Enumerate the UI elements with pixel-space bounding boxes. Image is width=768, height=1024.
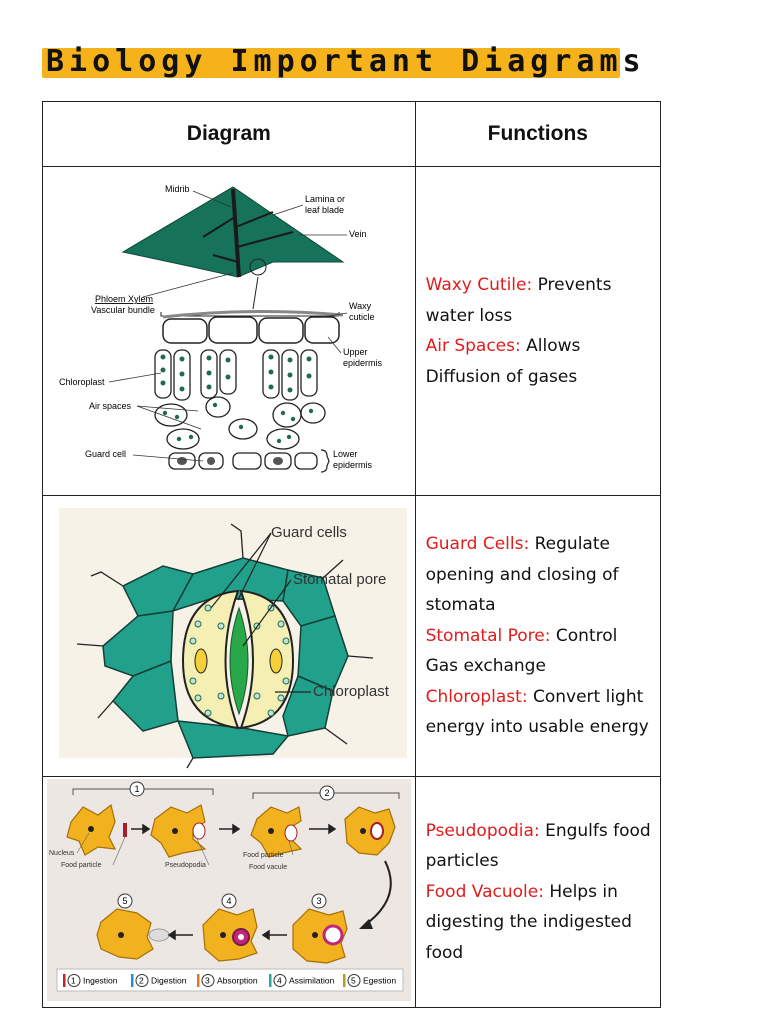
label-waxy-1: Waxy xyxy=(349,301,372,311)
label-upper-2: epidermis xyxy=(343,358,383,368)
svg-text:5: 5 xyxy=(351,976,356,986)
svg-text:Absorption: Absorption xyxy=(217,976,258,986)
table-row: Guard cells Stomatal pore Chloroplast Gu… xyxy=(42,495,662,777)
header-functions: Functions xyxy=(414,101,662,167)
label-guard-cell: Guard cell xyxy=(85,449,126,459)
diagram-table: Diagram Functions Midrib Lamina or leaf … xyxy=(42,101,662,1008)
stomata-diagram: Guard cells Stomatal pore Chloroplast xyxy=(59,508,407,769)
svg-text:2: 2 xyxy=(139,976,144,986)
legend-item: 1 Ingestion xyxy=(63,974,118,987)
table-header-row: Diagram Functions xyxy=(42,101,662,167)
label-pseudopodia: Pseudopodia xyxy=(165,862,206,869)
function-item: Pseudopodia: Engulfs food particles xyxy=(425,820,651,872)
process-legend: 1 Ingestion 2 Digestion 3 Absorption xyxy=(63,974,396,987)
leaf-blade xyxy=(121,186,345,278)
step-3-number: 3 xyxy=(316,896,321,906)
label-air-spaces: Air spaces xyxy=(89,401,132,411)
function-item: Stomatal Pore: Control Gas exchange xyxy=(425,625,618,677)
lower-epidermis xyxy=(168,452,318,470)
legend-item: 3 Absorption xyxy=(197,974,258,987)
function-item: Chloroplast: Convert light energy into u… xyxy=(425,686,649,738)
function-item: Waxy Cutile: Prevents water loss xyxy=(425,275,612,326)
functions-cell-amoeba: Pseudopodia: Engulfs food particles Food… xyxy=(414,776,662,1008)
label-stomatal-pore: Stomatal pore xyxy=(293,571,386,588)
stomata-diagram-cell: Guard cells Stomatal pore Chloroplast xyxy=(42,495,416,777)
palisade-cells xyxy=(154,349,318,401)
svg-text:Ingestion: Ingestion xyxy=(83,976,118,986)
function-item: Food Vacuole: Helps in digesting the ind… xyxy=(425,881,632,963)
label-upper-1: Upper xyxy=(343,347,368,357)
label-guard-cells: Guard cells xyxy=(271,524,347,541)
page-title: Biology Important Diagrams xyxy=(46,44,646,79)
svg-text:4: 4 xyxy=(277,976,282,986)
svg-text:1: 1 xyxy=(71,976,76,986)
table-row: 1 2 5 4 3 xyxy=(42,776,662,1008)
label-vein: Vein xyxy=(349,229,367,239)
label-phloem-xylem: Phloem Xylem xyxy=(95,294,153,304)
label-food-particle-2: Food particle xyxy=(243,852,284,859)
label-lower-1: Lower xyxy=(333,449,358,459)
title-block: Biology Important Diagrams xyxy=(42,42,650,82)
svg-text:3: 3 xyxy=(205,976,210,986)
functions-cell-leaf: Waxy Cutile: Prevents water loss Air Spa… xyxy=(414,166,662,496)
function-item: Air Spaces: Allows Diffusion of gases xyxy=(425,336,581,387)
step-5-number: 5 xyxy=(122,896,127,906)
header-diagram: Diagram xyxy=(42,101,416,167)
chloroplasts xyxy=(160,354,312,393)
label-food-particle: Food particle xyxy=(61,862,102,869)
label-midrib: Midrib xyxy=(165,184,190,194)
label-lamina-1: Lamina or xyxy=(305,194,345,204)
function-item: Guard Cells: Regulate opening and closin… xyxy=(425,534,619,616)
midrib xyxy=(231,188,241,278)
label-chloroplast: Chloroplast xyxy=(59,377,105,387)
epidermal-cells xyxy=(102,557,349,759)
table-row: Midrib Lamina or leaf blade Vein Phloem … xyxy=(42,166,662,496)
label-lamina-2: leaf blade xyxy=(305,205,344,215)
svg-text:Egestion: Egestion xyxy=(363,976,396,986)
svg-text:Digestion: Digestion xyxy=(151,976,187,986)
legend-item: 4 Assimilation xyxy=(269,974,335,987)
legend-item: 5 Egestion xyxy=(343,974,396,987)
amoeba-nutrition-diagram: 1 2 5 4 3 xyxy=(47,779,411,1001)
label-vascular-bundle: Vascular bundle xyxy=(91,305,155,315)
step-1-number: 1 xyxy=(134,784,139,794)
spongy-mesophyll xyxy=(154,396,326,450)
label-lower-2: epidermis xyxy=(333,460,373,470)
title-highlight xyxy=(42,48,620,78)
label-food-vacule: Food vacule xyxy=(249,864,287,871)
legend-item: 2 Digestion xyxy=(131,974,187,987)
amoeba-diagram-cell: 1 2 5 4 3 xyxy=(42,776,416,1008)
leaf-cross-section-diagram: Midrib Lamina or leaf blade Vein Phloem … xyxy=(59,184,383,473)
svg-text:Assimilation: Assimilation xyxy=(289,976,335,986)
upper-epidermis xyxy=(162,316,340,344)
functions-cell-stomata: Guard Cells: Regulate opening and closin… xyxy=(414,495,662,777)
leaf-diagram-cell: Midrib Lamina or leaf blade Vein Phloem … xyxy=(42,166,416,496)
step-4-number: 4 xyxy=(226,896,231,906)
label-waxy-2: cuticle xyxy=(349,312,375,322)
label-nucleus: Nucleus xyxy=(49,850,75,857)
label-chloroplast-2: Chloroplast xyxy=(313,683,390,700)
step-2-number: 2 xyxy=(324,788,329,798)
